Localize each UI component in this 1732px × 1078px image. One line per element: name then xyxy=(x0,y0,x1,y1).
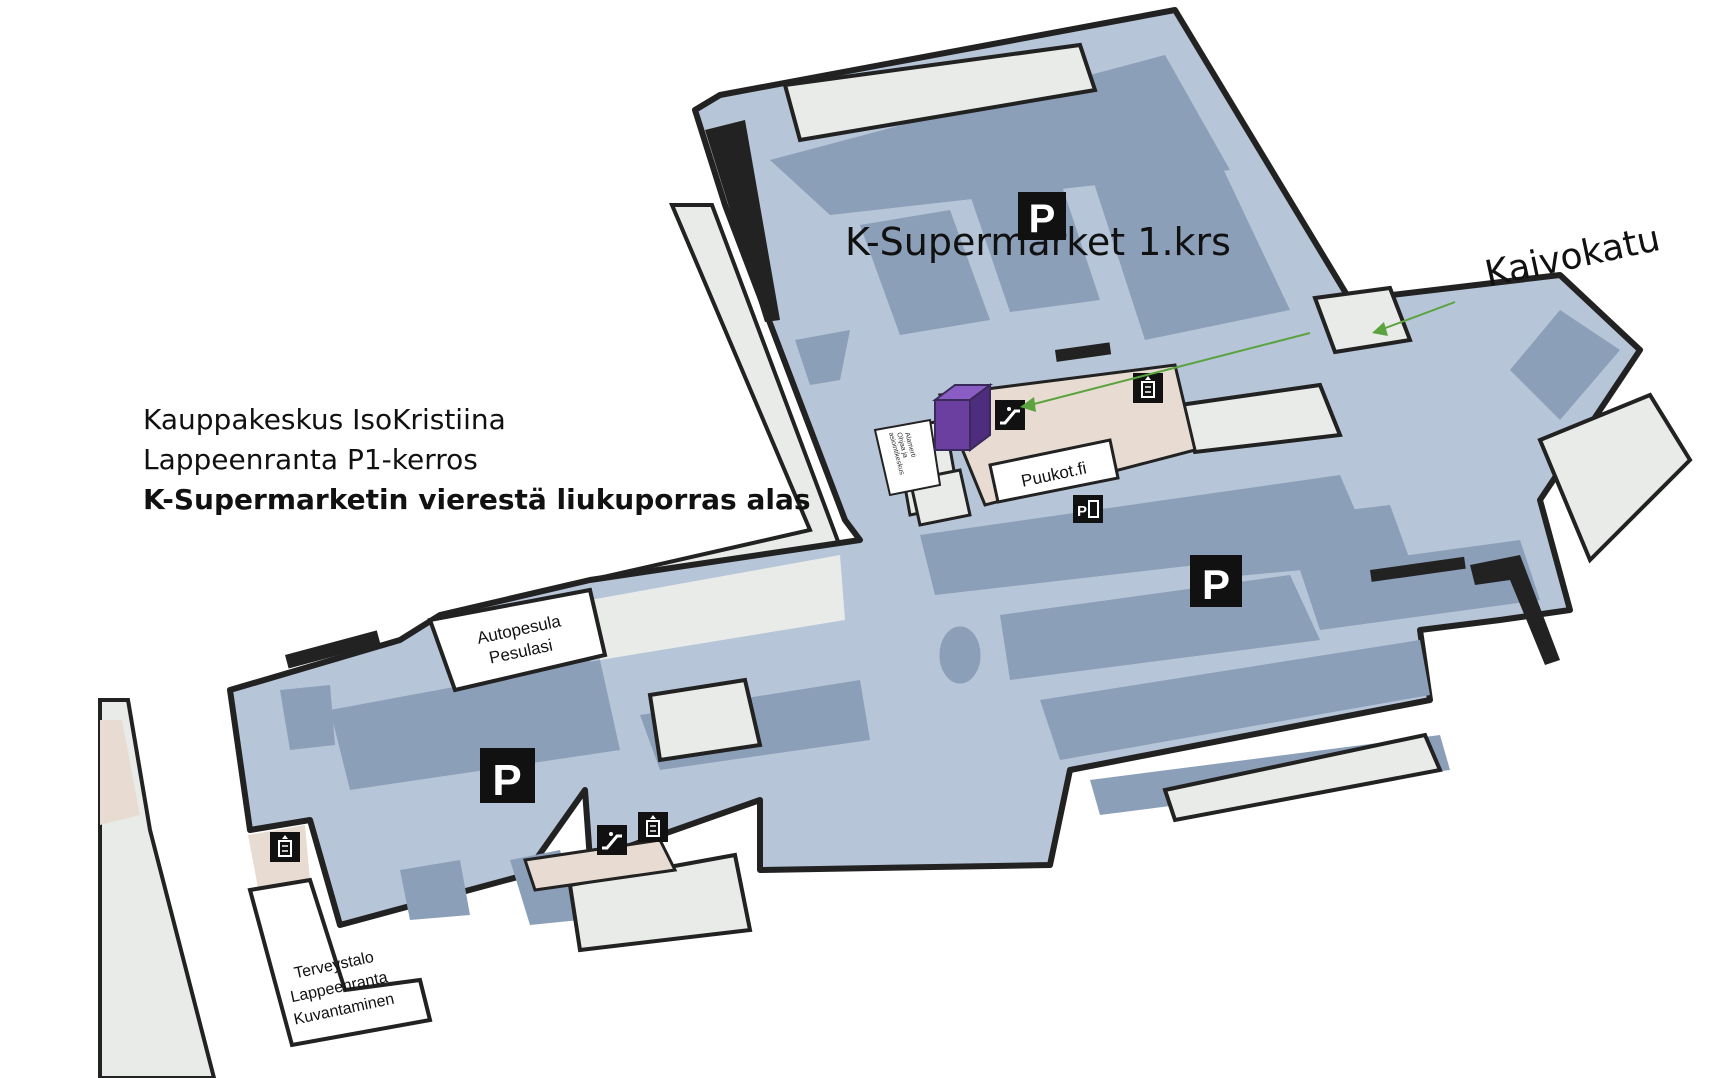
parking-bay xyxy=(1510,310,1620,420)
parking-symbol: P xyxy=(492,756,521,805)
small-unit: Alamerti Ohjaa ja asiointikeskus xyxy=(873,418,942,497)
caption-mall: Kauppakeskus IsoKristiina xyxy=(143,403,506,436)
parking-icon: P xyxy=(1018,192,1066,241)
walls xyxy=(284,120,1560,669)
parking-bay xyxy=(280,685,335,750)
caption-directions: K-Supermarketin vierestä liukuporras ala… xyxy=(143,483,811,516)
car-wash-unit: Autopesula Pesulasi xyxy=(427,587,608,693)
parking-icon: P xyxy=(1190,555,1242,608)
escalator-icon xyxy=(595,823,629,857)
parking-symbol: P xyxy=(1202,561,1230,608)
elevator-icon xyxy=(269,831,301,863)
clinic-unit: Terveystalo Lappeenranta Kuvantaminen xyxy=(247,877,433,1048)
location-cube-icon xyxy=(932,383,993,452)
parking-bay xyxy=(795,330,850,385)
parking-bay xyxy=(920,475,1370,595)
parking-bay xyxy=(860,210,990,335)
parking-symbol: P xyxy=(1029,197,1056,241)
parking-bay xyxy=(1080,120,1290,340)
map-caption: Kauppakeskus IsoKristiina Lappeenranta P… xyxy=(143,400,811,520)
parking-pay-icon xyxy=(1072,494,1104,524)
escalator-icon xyxy=(993,398,1027,432)
parking-bay xyxy=(1040,640,1430,760)
left-edge-building xyxy=(98,698,217,1078)
traffic-island xyxy=(936,623,984,687)
elevator-icon xyxy=(637,811,669,843)
direction-arrow-icon xyxy=(1020,301,1456,412)
parking-bay xyxy=(400,860,470,920)
parking-icon: P xyxy=(480,748,535,805)
caption-floor: Lappeenranta P1-kerros xyxy=(143,443,478,476)
floor-title: K-Supermarket 1.krs xyxy=(845,220,1231,264)
parking-bay xyxy=(970,180,1100,312)
knife-shop-unit: Puukot.fi xyxy=(988,438,1120,504)
